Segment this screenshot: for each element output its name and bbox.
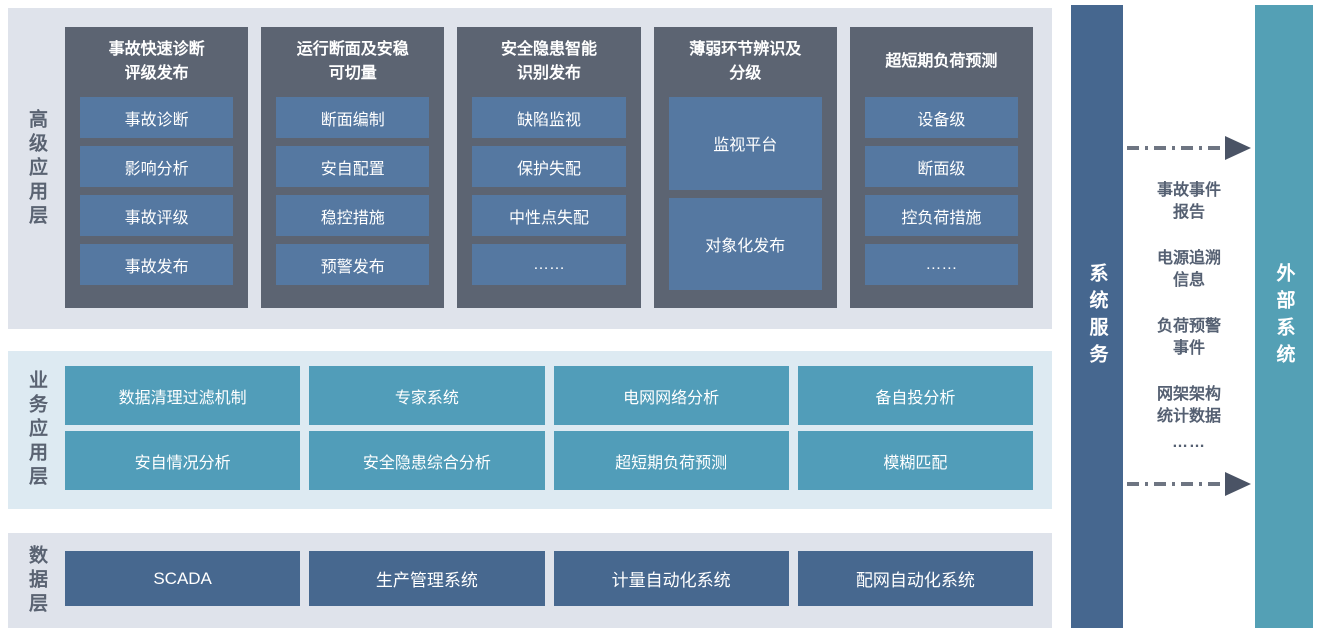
group-load-forecast: 超短期负荷预测 设备级 断面级 控负荷措施 …… [849,27,1034,308]
list-item: 配网自动化系统 [797,551,1033,606]
list-item: 数据清理过滤机制 [65,366,301,425]
list-item: 断面编制 [276,97,430,138]
list-item: 对象化发布 [668,197,822,290]
dashdot-arrow-top-icon [1127,136,1251,160]
group-title: 事故快速诊断 评级发布 [108,41,205,82]
list-item: 稳控措施 [276,195,430,236]
exchange-ellipsis: …… [1172,434,1206,451]
dashdot-arrow-bottom-icon [1127,472,1251,496]
exchange-item: 负荷预警 事件 [1156,318,1221,357]
group-items: 缺陷监视 保护失配 中性点失配 …… [472,97,626,290]
layer-advanced-label: 高级应用层 [26,108,47,229]
layer-business-label: 业务应用层 [26,370,47,490]
system-services-bar: 系统服务 [1071,5,1123,628]
advanced-groups: 事故快速诊断 评级发布 事故诊断 影响分析 事故评级 事故发布 运行断面及安稳 … [65,27,1034,308]
list-item: 超短期负荷预测 [553,431,789,490]
exchange-data-list: 事故事件 报告 电源追溯 信息 负荷预警 事件 网架架构 统计数据 …… [1123,180,1255,454]
list-item: 事故评级 [80,195,234,236]
list-item: …… [472,244,626,285]
data-grid: SCADA 生产管理系统 计量自动化系统 配网自动化系统 [65,551,1033,606]
list-item: 控负荷措施 [864,195,1019,236]
group-items: 监视平台 对象化发布 [668,97,822,290]
list-item: 事故诊断 [80,97,234,138]
business-grid: 数据清理过滤机制 专家系统 电网网络分析 备自投分析 安自情况分析 安全隐患综合… [65,366,1033,490]
group-items: 断面编制 安自配置 稳控措施 预警发布 [276,97,430,290]
list-item: 计量自动化系统 [553,551,789,606]
group-weak-link: 薄弱环节辨识及 分级 监视平台 对象化发布 [653,27,837,308]
list-item: 生产管理系统 [309,551,545,606]
list-item: 缺陷监视 [472,97,626,138]
list-item: 安自配置 [276,146,430,187]
layer-data: 数据层 SCADA 生产管理系统 计量自动化系统 配网自动化系统 [8,533,1052,628]
group-items: 事故诊断 影响分析 事故评级 事故发布 [80,97,234,290]
group-hidden-danger: 安全隐患智能 识别发布 缺陷监视 保护失配 中性点失配 …… [457,27,641,308]
exchange-item: 电源追溯 信息 [1156,250,1221,289]
list-item: 事故发布 [80,244,234,285]
list-item: 电网网络分析 [553,366,789,425]
group-items: 设备级 断面级 控负荷措施 …… [864,97,1019,290]
list-item: 断面级 [864,146,1019,187]
list-item: 备自投分析 [797,366,1033,425]
list-item: 安全隐患综合分析 [309,431,545,490]
exchange-item: 事故事件 报告 [1156,182,1221,221]
list-item: SCADA [65,551,301,606]
list-item: 预警发布 [276,244,430,285]
group-accident-diagnosis: 事故快速诊断 评级发布 事故诊断 影响分析 事故评级 事故发布 [65,27,249,308]
layer-advanced-apps: 高级应用层 事故快速诊断 评级发布 事故诊断 影响分析 事故评级 事故发布 运行… [8,8,1052,329]
group-title: 运行断面及安稳 可切量 [296,41,409,82]
group-operation-section: 运行断面及安稳 可切量 断面编制 安自配置 稳控措施 预警发布 [261,27,445,308]
list-item: 保护失配 [472,146,626,187]
list-item: 影响分析 [80,146,234,187]
list-item: 专家系统 [309,366,545,425]
list-item: 中性点失配 [472,195,626,236]
group-title: 薄弱环节辨识及 分级 [689,41,802,82]
group-title: 安全隐患智能 识别发布 [501,41,598,82]
list-item: 监视平台 [668,97,822,190]
list-item: 模糊匹配 [797,431,1033,490]
layer-data-label: 数据层 [26,544,47,617]
list-item: 设备级 [864,97,1019,138]
exchange-item: 网架架构 统计数据 [1156,386,1221,425]
layer-business-apps: 业务应用层 数据清理过滤机制 专家系统 电网网络分析 备自投分析 安自情况分析 … [8,351,1052,509]
external-systems-bar: 外部系统 [1255,5,1313,628]
group-title: 超短期负荷预测 [885,53,998,70]
list-item: 安自情况分析 [65,431,301,490]
list-item: …… [864,244,1019,285]
